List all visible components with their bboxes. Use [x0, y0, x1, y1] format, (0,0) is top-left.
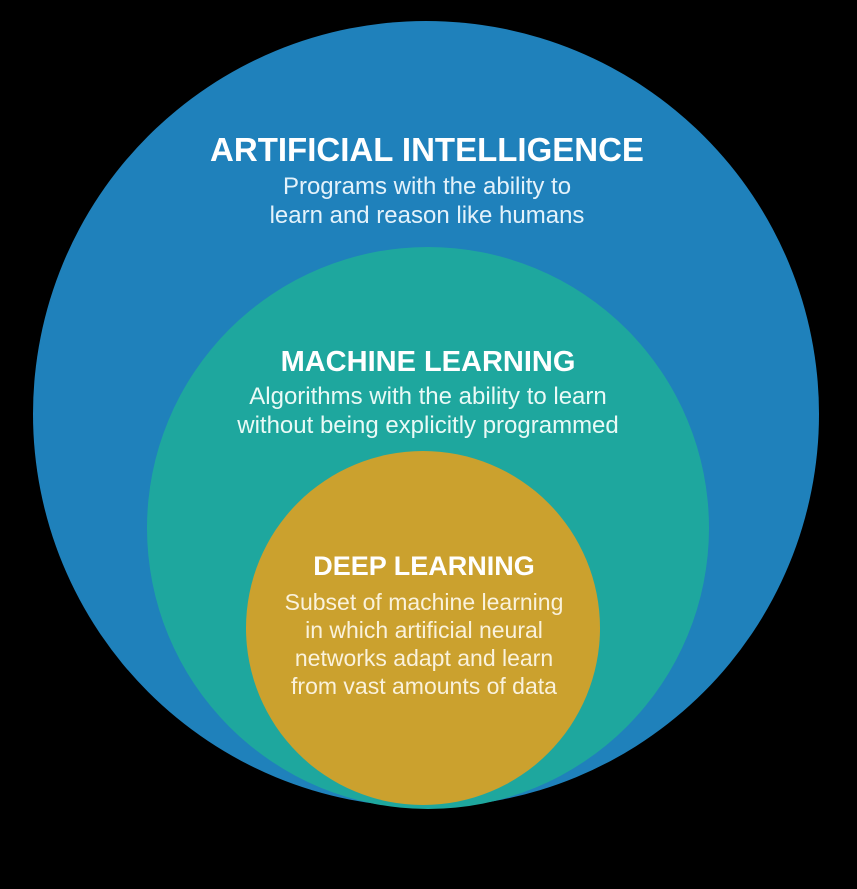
dl-description-line: networks adapt and learn — [294, 645, 554, 671]
dl-description-line: from vast amounts of data — [291, 673, 557, 699]
ml-description-line: Algorithms with the ability to learn — [249, 383, 607, 410]
ml-title: MACHINE LEARNING — [280, 346, 576, 378]
ai-description: Programs with the ability to learn and r… — [27, 172, 827, 230]
ai-description-line: learn and reason like humans — [269, 202, 585, 229]
ai-title: ARTIFICIAL INTELLIGENCE — [210, 131, 644, 168]
ml-description-line: without being explicitly programmed — [237, 412, 619, 439]
ai-description-line: Programs with the ability to — [282, 173, 572, 200]
dl-description-line: in which artificial neural — [305, 617, 543, 643]
ml-description: Algorithms with the ability to learn wit… — [28, 382, 828, 440]
dl-description: Subset of machine learning in which arti… — [24, 588, 824, 700]
dl-title: DEEP LEARNING — [313, 551, 535, 581]
ml-label-block: MACHINE LEARNING Algorithms with the abi… — [28, 345, 828, 440]
ai-label-block: ARTIFICIAL INTELLIGENCE Programs with th… — [27, 131, 827, 230]
dl-description-line: Subset of machine learning — [284, 589, 564, 615]
dl-label-block: DEEP LEARNING Subset of machine learning… — [24, 550, 824, 700]
dl-circle — [246, 451, 600, 805]
